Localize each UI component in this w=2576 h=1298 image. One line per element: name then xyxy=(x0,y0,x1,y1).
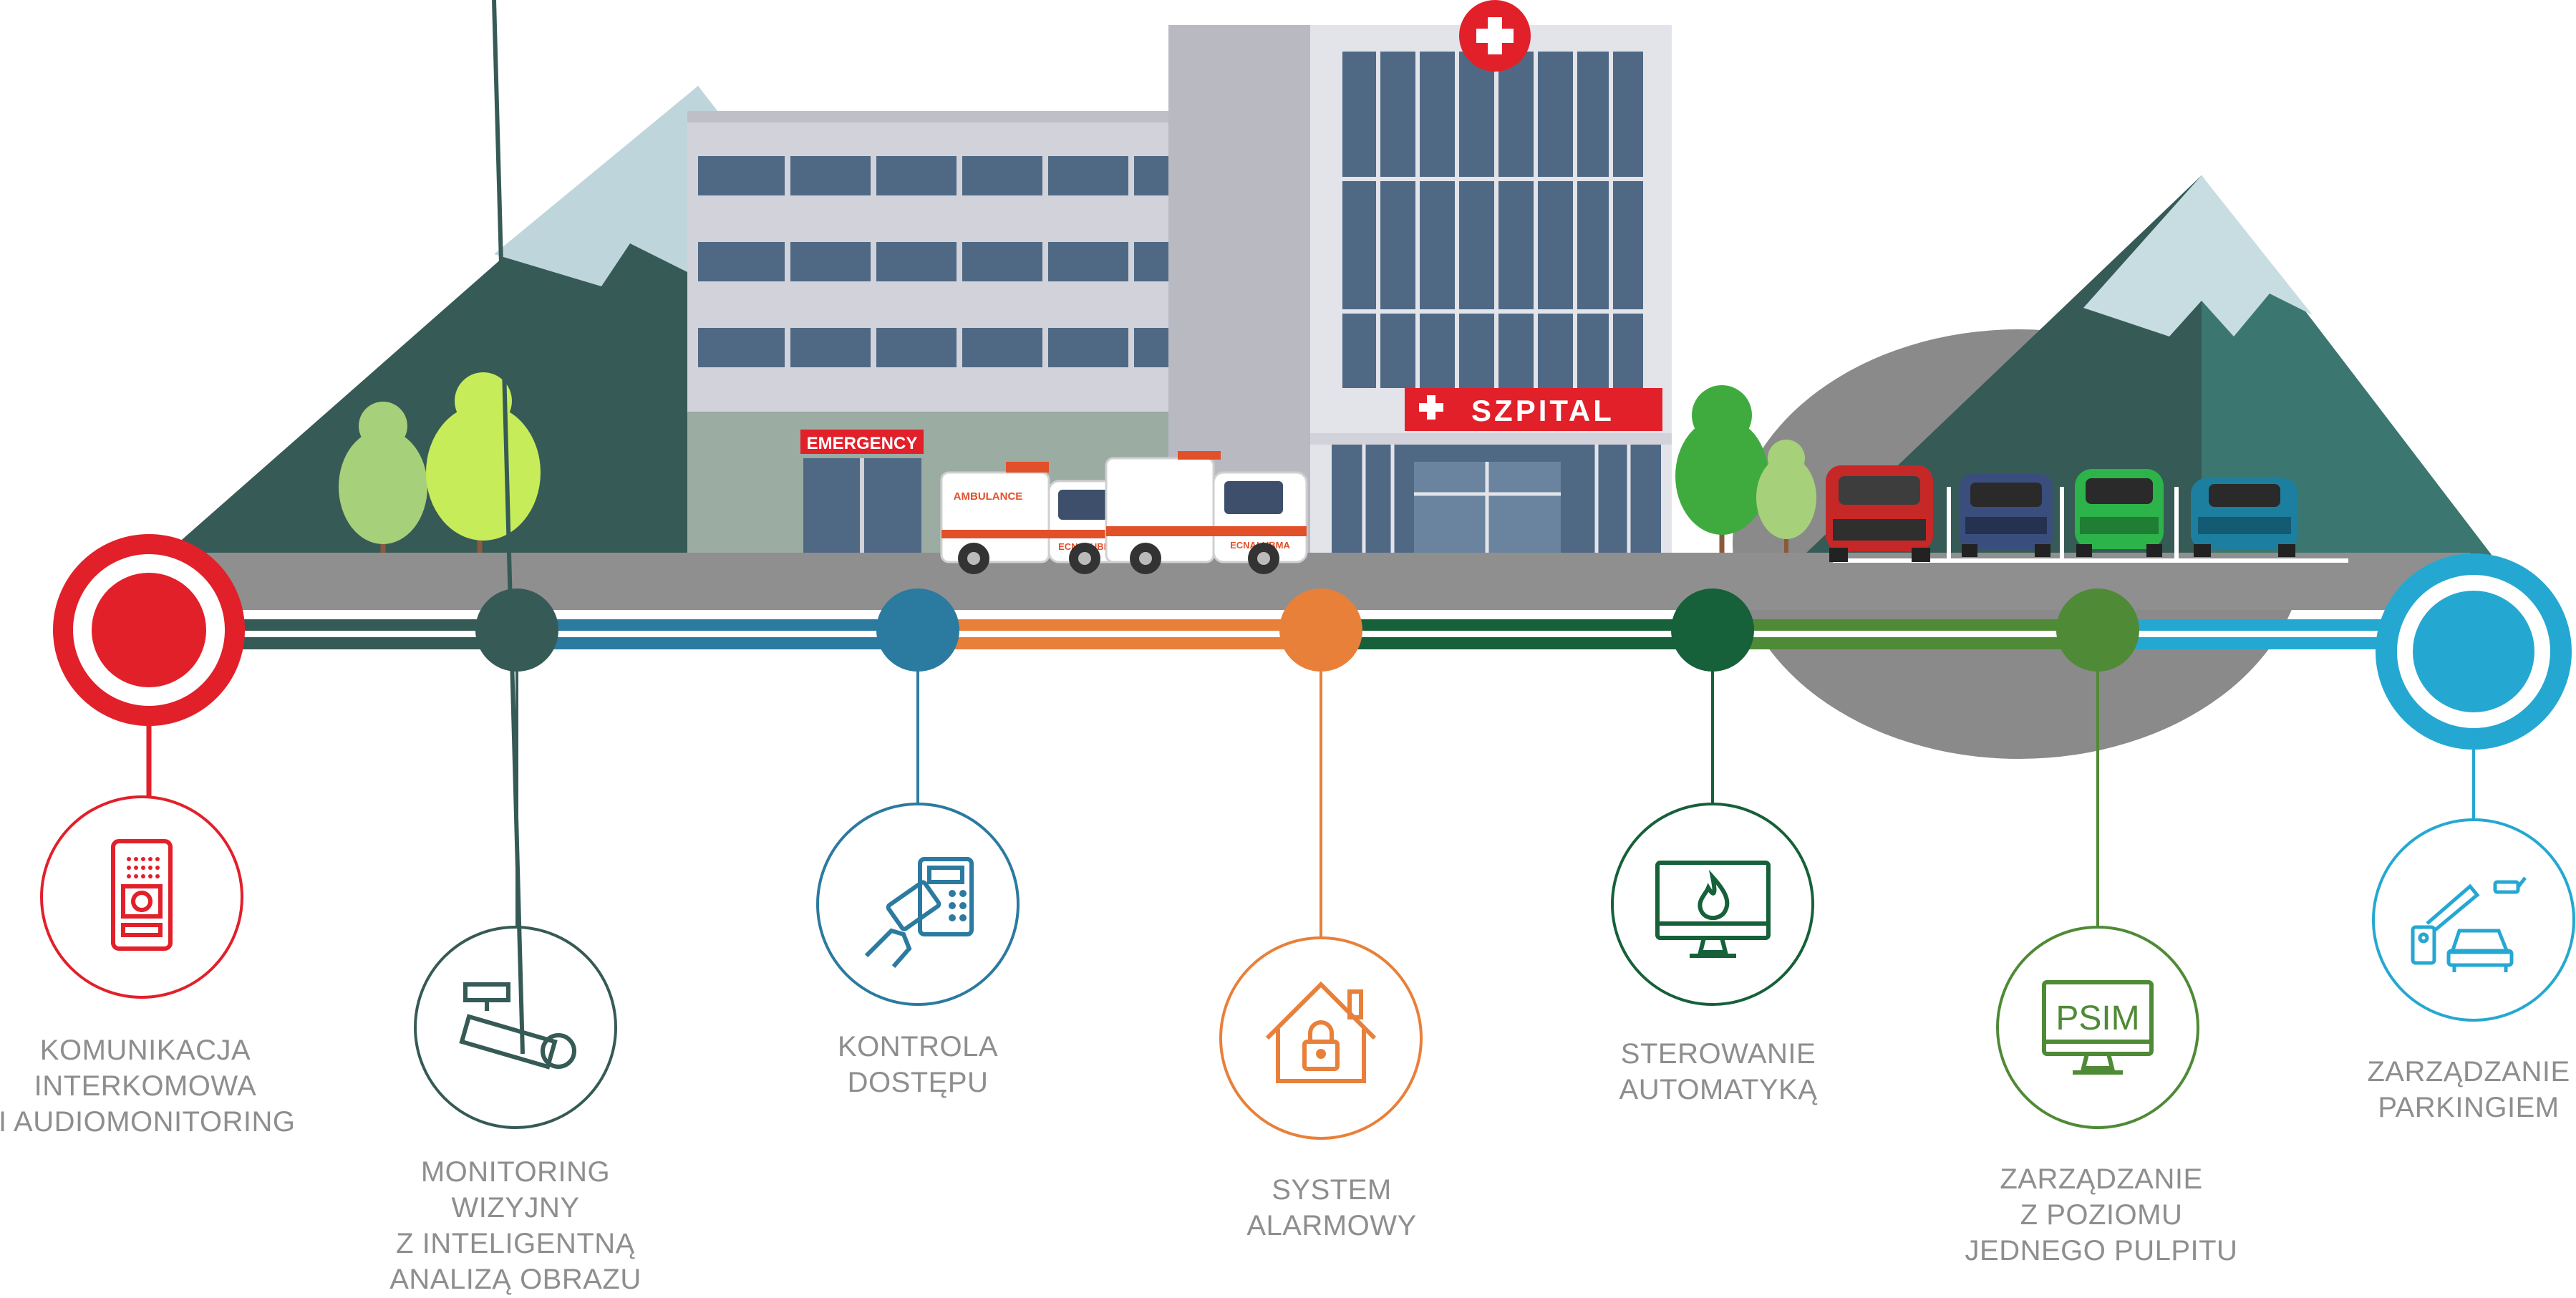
intercom-icon xyxy=(111,839,173,951)
svg-text:AMBULANCE: AMBULANCE xyxy=(954,490,1023,503)
parking-lot xyxy=(1826,465,2348,563)
caption-psim: ZARZĄDZANIE Z POZIOMU JEDNEGO PULPITU xyxy=(1965,1163,2238,1266)
caption-intercom: KOMUNIKACJA INTERKOMOWA I AUDIOMONITORIN… xyxy=(0,1035,296,1138)
timeline-node-parking xyxy=(2376,553,2572,750)
ambulance: AMBULANCE ECNALUBMA xyxy=(940,462,1129,574)
caption-alarm: SYSTEM ALARMOWY xyxy=(1246,1174,1417,1241)
monitor-fire-icon xyxy=(1655,861,1771,958)
timeline-node-intercom xyxy=(53,534,245,726)
timeline-node-automation xyxy=(1671,589,1754,672)
access-card-icon xyxy=(864,857,974,968)
timeline-node-access xyxy=(876,589,959,672)
timeline-node-alarm xyxy=(1279,589,1362,672)
house-lock-icon xyxy=(1265,981,1377,1083)
car-navy xyxy=(1960,474,2053,557)
timeline-node-psim xyxy=(2056,589,2139,672)
emergency-sign: EMERGENCY xyxy=(807,434,918,453)
cctv-camera-icon xyxy=(459,0,576,1070)
trees xyxy=(339,372,1816,566)
feature-circle-automation xyxy=(1611,803,1814,1006)
feature-circle-parking xyxy=(2372,818,2575,1022)
parking-barrier-icon xyxy=(2411,876,2527,972)
hospital-sign: SZPITAL xyxy=(1471,394,1614,427)
feature-circle-intercom xyxy=(40,795,243,999)
feature-circle-alarm xyxy=(1219,936,1423,1140)
car-green xyxy=(2075,469,2164,557)
caption-automation: STEROWANIE AUTOMATYKĄ xyxy=(1619,1038,1818,1105)
psim-label: PSIM xyxy=(2056,999,2139,1037)
timeline-node-cctv xyxy=(475,589,558,672)
caption-access: KONTROLA DOSTĘPU xyxy=(837,1031,999,1098)
feature-circle-psim xyxy=(1996,926,2199,1129)
feature-circle-cctv xyxy=(414,926,617,1129)
caption-cctv: MONITORING WIZYJNY Z INTELIGENTNĄ ANALIZ… xyxy=(389,1156,641,1295)
ambulance: ECNALUBMA xyxy=(1105,451,1308,574)
car-teal xyxy=(2191,478,2298,557)
psim-monitor-icon: PSIM xyxy=(2042,980,2154,1075)
caption-parking: ZARZĄDZANIE PARKINGIEM xyxy=(2367,1056,2570,1123)
car-red xyxy=(1826,465,1933,562)
